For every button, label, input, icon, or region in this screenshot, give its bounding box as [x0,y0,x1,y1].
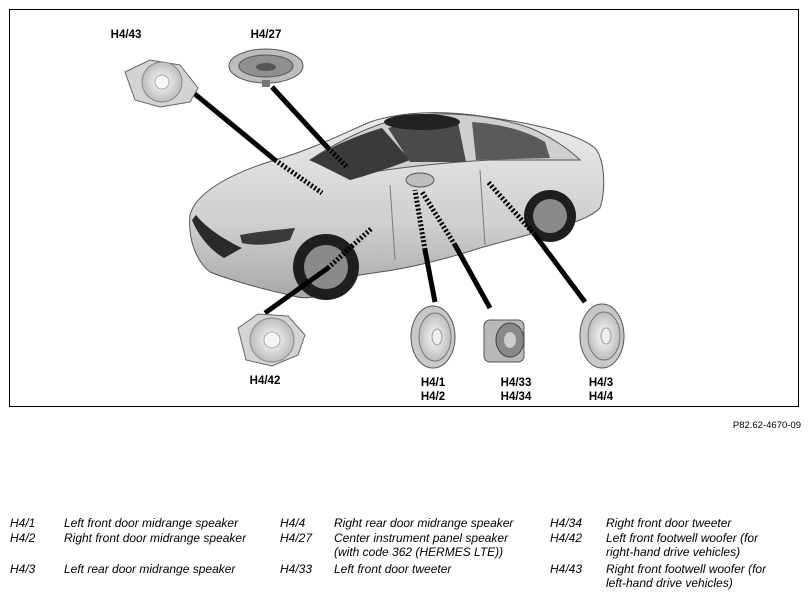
callout-h4-1-2: H4/1 H4/2 [410,376,456,404]
legend-code: H4/42 [550,531,583,545]
callout-h4-43: H4/43 [110,29,142,41]
leader-h4-27 [270,85,350,170]
car-sunroof [384,114,460,130]
speaker-h4-43 [124,59,199,108]
legend-code: H4/3 [10,562,36,576]
leader-h4-3-4 [486,180,588,304]
figure-id: P82.62-4670-09 [732,420,801,431]
legend-desc: Center instrument panel speaker (with co… [334,531,509,559]
callout-h4-33-34: H4/33 H4/34 [491,376,541,404]
leader-lines [188,85,588,316]
callout-h4-33: H4/33 [500,377,532,389]
legend-desc: Left front footwell woofer (for right-ha… [606,531,759,559]
legend-desc: Right rear door midrange speaker [334,516,514,530]
legend-code: H4/4 [280,516,306,530]
legend-desc: Right front footwell woofer (for left-ha… [606,562,767,590]
car-mirror [405,172,435,188]
speaker-h4-1-2 [410,305,456,369]
callout-h4-1: H4/1 [420,377,446,389]
legend-code: H4/27 [280,531,313,545]
speaker-h4-27 [228,48,304,87]
callout-h4-3-4: H4/3 H4/4 [578,376,624,404]
legend-code: H4/1 [10,516,36,530]
callout-h4-2: H4/2 [420,391,446,403]
legend-code: H4/2 [10,531,36,545]
legend-desc: Left rear door midrange speaker [64,562,236,576]
car-side-window-rear [472,122,550,160]
legend-desc: Left front door tweeter [334,562,452,576]
car-side-window-front [388,121,466,162]
car-windshield [310,128,410,180]
figure-frame: H4/43 H4/27 H4/42 H4/1 H4/2 H4/33 H4/34 … [9,9,799,407]
car-door-line [389,169,486,261]
leader-h4-1-2 [412,189,438,303]
legend-desc: Right front door tweeter [606,516,732,530]
car-headlight [240,228,295,245]
leader-h4-33-34 [419,190,493,310]
speaker-h4-33-34 [483,319,525,363]
legend-desc: Right front door midrange speaker [64,531,247,545]
legend-code: H4/33 [280,562,313,576]
leader-h4-42 [263,226,374,316]
leader-h4-43 [188,88,324,196]
callout-h4-34: H4/34 [500,391,532,403]
callout-h4-3: H4/3 [588,377,614,389]
car-illustration [189,112,605,300]
car-front-grille [192,215,242,258]
rear-wheel-rim [533,199,567,233]
speaker-h4-42 [237,313,306,367]
callout-h4-27: H4/27 [250,29,282,41]
legend-code: H4/34 [550,516,583,530]
legend-desc: Left front door midrange speaker [64,516,239,530]
callout-h4-4: H4/4 [588,391,614,403]
callout-h4-42: H4/42 [249,375,281,387]
speaker-h4-3-4 [579,303,625,369]
legend-code: H4/43 [550,562,583,576]
speaker-location-illustration [124,48,625,369]
